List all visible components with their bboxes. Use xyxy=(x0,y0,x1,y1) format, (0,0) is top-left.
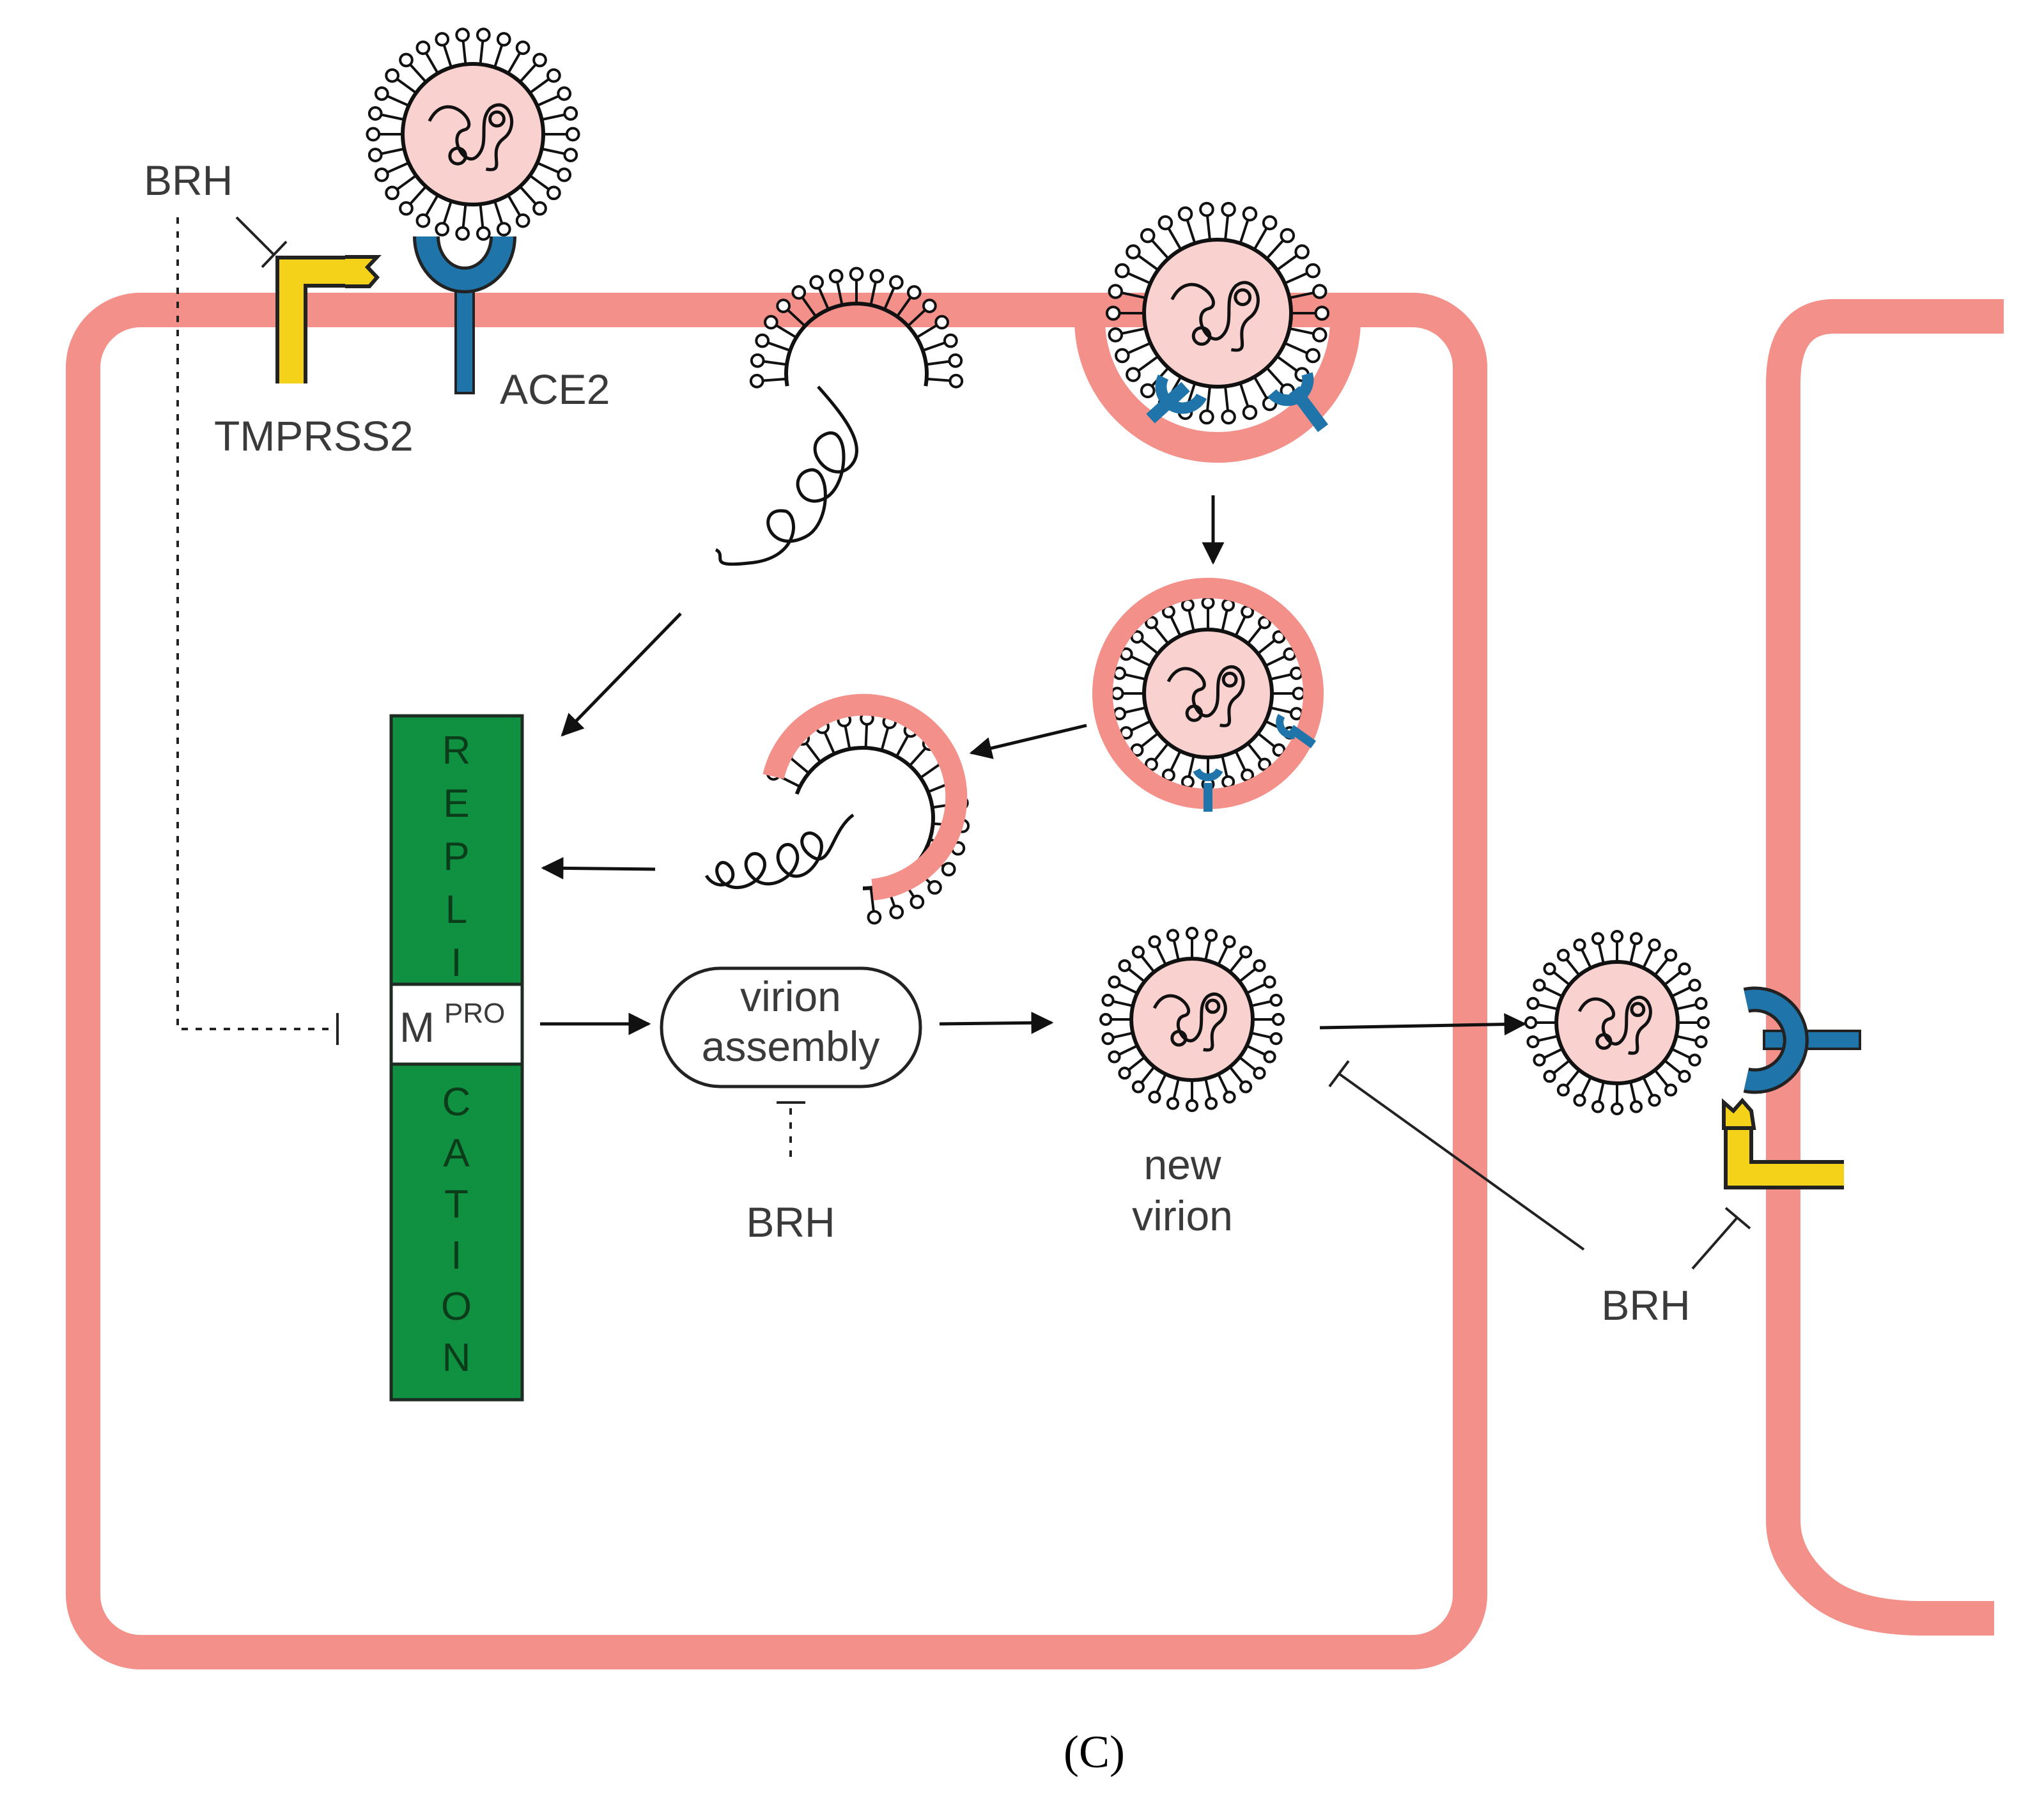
ace2-in-pit-right xyxy=(1267,372,1328,432)
replication-block xyxy=(389,714,524,1402)
replication-letter: L xyxy=(445,888,467,932)
mpro-label-m: M xyxy=(399,1003,435,1051)
arrow-new-virion-to-neighbor xyxy=(1319,1013,1527,1036)
virion-assembly-box xyxy=(660,966,922,1088)
process-arrows xyxy=(540,495,1527,1036)
replication-letter: C xyxy=(442,1080,471,1124)
replication-letter: E xyxy=(443,782,469,826)
new-virion-line1: new xyxy=(1143,1141,1221,1188)
arrow-rna-to-replication xyxy=(561,612,682,737)
replication-letter: A xyxy=(443,1131,470,1175)
virion-in-endosome xyxy=(1110,596,1306,791)
new-virion-line2: virion xyxy=(1132,1192,1233,1239)
replication-letter: P xyxy=(443,835,469,879)
ace2-label: ACE2 xyxy=(500,366,610,413)
virion-in-endocytic-pit xyxy=(1105,201,1330,425)
virion-infecting-neighbor xyxy=(1524,930,1710,1115)
brh-label-assembly: BRH xyxy=(746,1198,835,1246)
replication-letter: T xyxy=(444,1182,468,1227)
replication-letter: I xyxy=(451,1234,461,1278)
virion-assembly-line2: assembly xyxy=(702,1023,880,1070)
ace2-receptor xyxy=(413,236,516,394)
neighbor-cell-membrane xyxy=(1766,299,2004,1636)
brh-label-top: BRH xyxy=(144,157,233,204)
replication-letter: N xyxy=(442,1336,471,1380)
neighbor-tmprss2-receptor xyxy=(1722,1097,1844,1189)
ace2-in-pit-left xyxy=(1146,374,1207,424)
ace2-in-endosome xyxy=(1193,713,1317,812)
brh-label-right: BRH xyxy=(1601,1281,1690,1329)
new-virion xyxy=(1099,927,1285,1112)
mpro-box xyxy=(389,982,524,1066)
tmprss2-receptor xyxy=(275,255,382,383)
replication-letter: I xyxy=(451,941,461,985)
replication-letter: R xyxy=(442,729,471,773)
virion-layer xyxy=(366,27,1710,1115)
replication-letter: O xyxy=(441,1285,472,1329)
figure-caption: (C) xyxy=(1064,1726,1125,1777)
mpro-label-superscript: PRO xyxy=(444,998,505,1029)
endocytic-pit xyxy=(1074,319,1361,463)
virion-binding-ace2 xyxy=(366,27,580,241)
tmprss2-label: TMPRSS2 xyxy=(214,412,414,460)
host-cell-membrane xyxy=(66,293,1487,1669)
brh-inhibition-lines xyxy=(176,216,1751,1270)
arrow-endosome-to-uncoating xyxy=(969,724,1087,759)
uncoated-rna-strand xyxy=(704,813,855,890)
neighbor-ace2-receptor xyxy=(1743,986,1861,1094)
arrow-uncoating-to-replication xyxy=(541,856,656,879)
opened-endosome-membrane xyxy=(763,693,968,901)
arrow-assembly-to-new-virion xyxy=(939,1011,1054,1034)
virion-fusing-envelope xyxy=(749,267,964,389)
released-rna-strand xyxy=(715,385,858,566)
virion-assembly-line1: virion xyxy=(740,973,841,1020)
